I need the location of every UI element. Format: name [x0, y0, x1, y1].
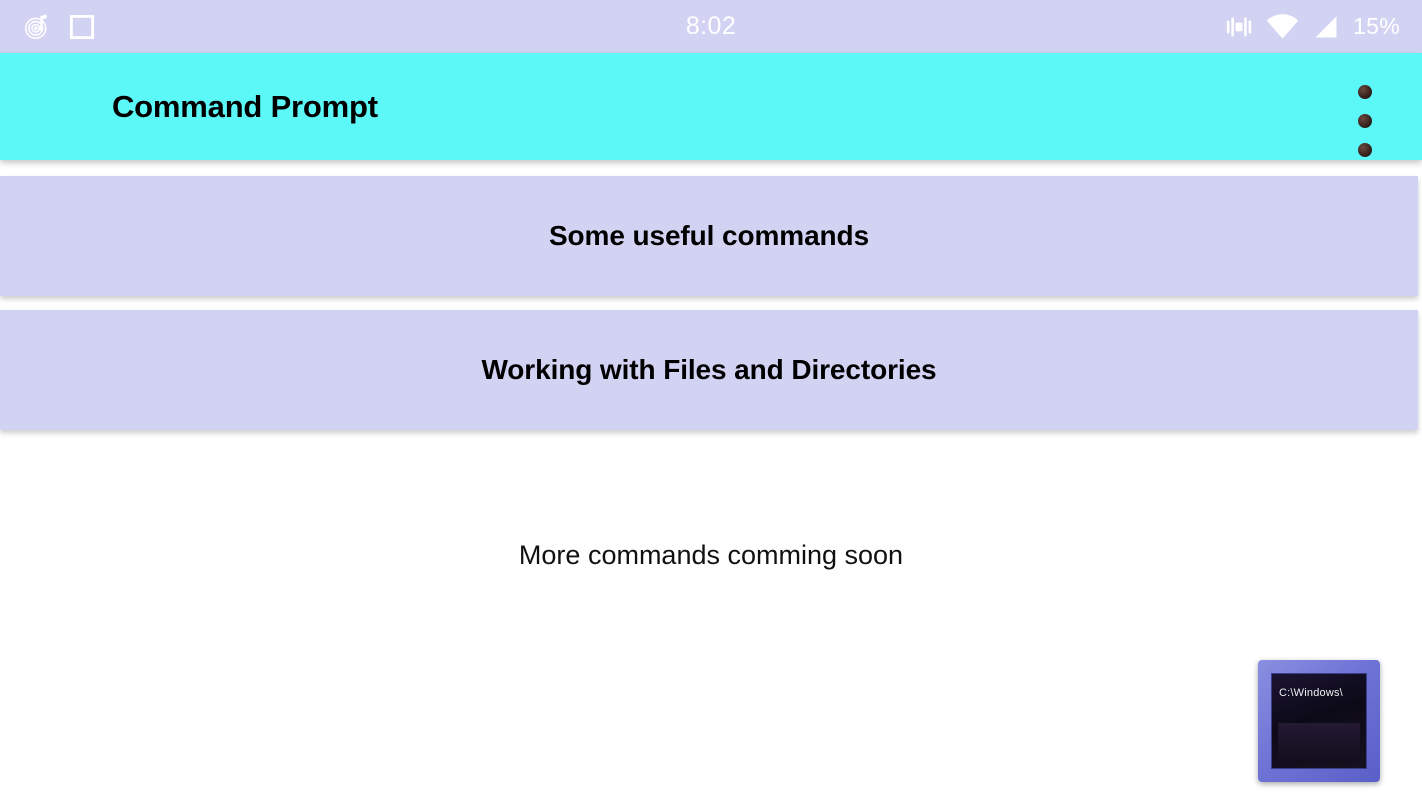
status-bar-system-icons: 15% — [1122, 13, 1422, 41]
status-bar-notification-icons — [0, 12, 300, 41]
app-bar: Command Prompt — [0, 53, 1422, 160]
command-category-list: Some useful commands Working with Files … — [0, 176, 1418, 430]
status-bar-clock: 8:02 — [685, 12, 737, 40]
page-title: Command Prompt — [112, 88, 378, 124]
list-item-label: Working with Files and Directories — [481, 354, 937, 385]
square-notification-icon — [69, 14, 95, 40]
console-window-graphic: C:\Windows\ — [1271, 673, 1367, 769]
battery-percent-label: 15% — [1353, 13, 1400, 39]
coming-soon-note: More commands comming soon — [518, 540, 904, 570]
console-path-text: C:\Windows\ — [1279, 687, 1343, 699]
list-item-working-with-files-and-directories[interactable]: Working with Files and Directories — [0, 310, 1418, 430]
more-options-dot-icon — [1358, 143, 1372, 157]
music-notification-icon — [23, 12, 52, 41]
command-prompt-icon: C:\Windows\ — [1258, 660, 1380, 782]
more-options-dot-icon — [1358, 85, 1372, 99]
status-bar-clock-wrap: 8:02 — [300, 12, 1122, 41]
more-options-button[interactable] — [1350, 81, 1380, 161]
status-bar: 8:02 — [0, 0, 1422, 53]
vibrate-icon — [1225, 13, 1253, 41]
list-item-label: Some useful commands — [548, 220, 870, 251]
cellular-signal-icon — [1312, 13, 1340, 41]
more-options-dot-icon — [1358, 114, 1372, 128]
list-item-some-useful-commands[interactable]: Some useful commands — [0, 176, 1418, 296]
wifi-icon — [1266, 13, 1299, 41]
